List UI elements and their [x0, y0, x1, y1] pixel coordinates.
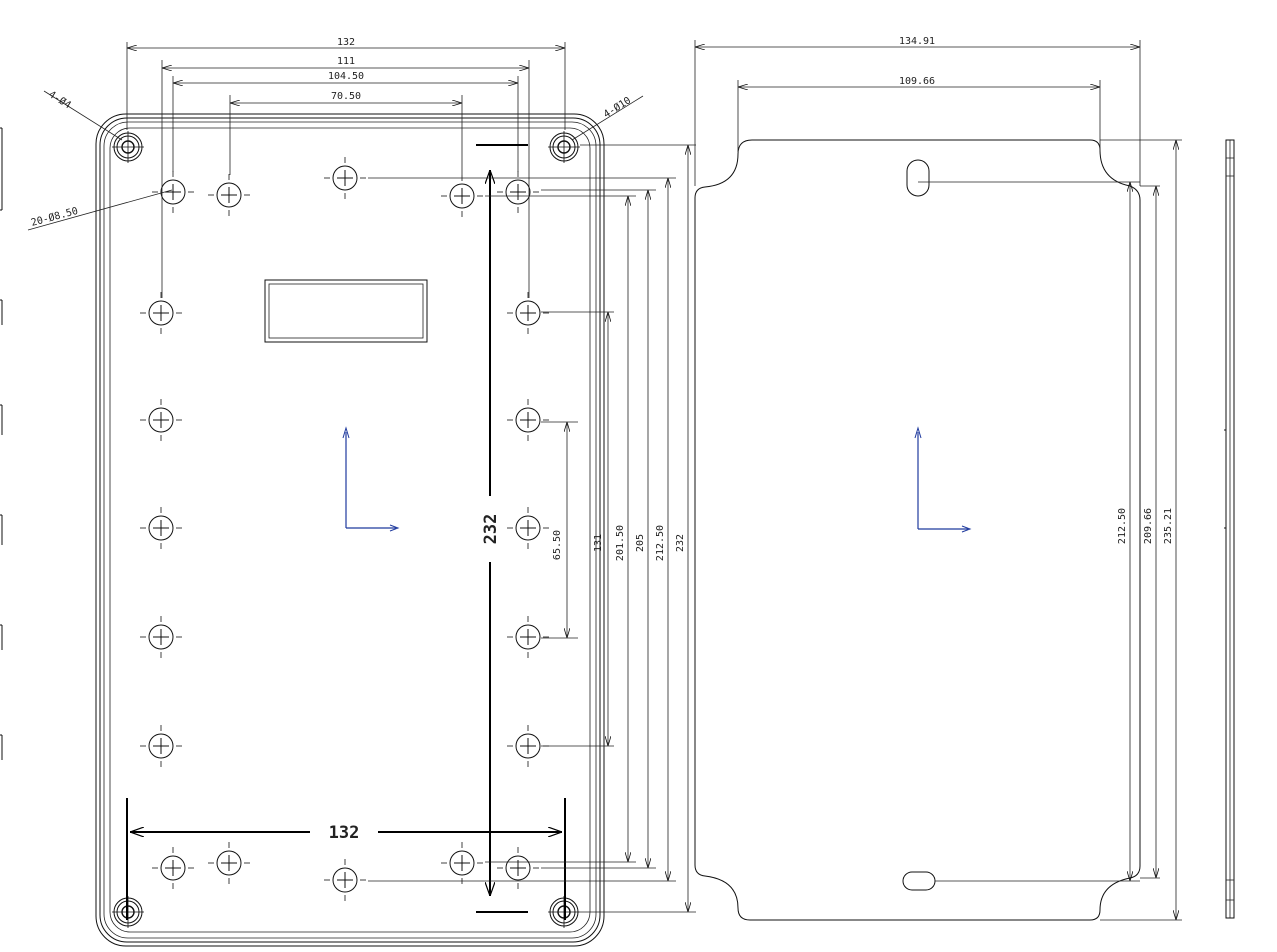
- callout-4-dia-10: 4-Ø10: [601, 94, 633, 120]
- side-view: [1224, 139, 1235, 919]
- mount-hole: [506, 398, 550, 442]
- dim-height-212-50: 212.50: [655, 525, 666, 561]
- front-view-outline: [95, 113, 605, 947]
- big-dim-132: [126, 798, 566, 920]
- front-top-dimensions: [126, 42, 566, 298]
- mount-hole: [207, 841, 251, 885]
- mount-hole: [151, 170, 195, 214]
- mount-hole: [506, 506, 550, 550]
- big-dim-132-label: 132: [329, 823, 360, 843]
- corner-hole-top-right: [547, 130, 581, 164]
- dim-height-201-50: 201.50: [615, 525, 626, 561]
- plate-right-dimensions: [1100, 139, 1182, 921]
- mount-hole: [151, 846, 195, 890]
- callout-20-dia-8-50: 20-Ø8.50: [30, 205, 80, 229]
- mount-hole: [207, 173, 251, 217]
- mount-hole: [139, 291, 183, 335]
- dim-width-109-66: 109.66: [899, 76, 935, 87]
- dim-width-70-50: 70.50: [331, 91, 361, 102]
- corner-hole-top-left: [111, 130, 145, 164]
- mount-hole: [440, 841, 484, 885]
- dim-width-134-91: 134.91: [899, 36, 935, 47]
- mount-hole: [139, 506, 183, 550]
- mount-hole: [506, 615, 550, 659]
- mount-hole: [506, 291, 550, 335]
- mount-hole: [440, 174, 484, 218]
- mount-hole: [323, 156, 367, 200]
- dim-height-131: 131: [593, 534, 604, 552]
- origin-axes-front: [342, 426, 400, 532]
- plate-outline: [694, 139, 1141, 921]
- mount-hole: [139, 615, 183, 659]
- mount-hole: [139, 724, 183, 768]
- origin-axes-plate: [914, 426, 972, 533]
- front-right-dimensions: [368, 144, 696, 913]
- dim-width-104-50: 104.50: [328, 71, 364, 82]
- callout-4-dia-4: 4-Ø4: [46, 88, 73, 111]
- corner-holes: [111, 130, 581, 929]
- dim-width-111: 111: [337, 56, 355, 67]
- plate-top-dimensions: [694, 40, 1141, 186]
- front-callout-leaders: [27, 90, 644, 231]
- big-dim-232: [476, 144, 528, 913]
- mount-hole: [496, 170, 540, 214]
- mount-hole: [323, 858, 367, 902]
- big-dim-232-label: 232: [481, 514, 501, 545]
- dim-height-205: 205: [635, 534, 646, 552]
- dim-height-235-21: 235.21: [1163, 508, 1174, 544]
- mount-hole: [139, 398, 183, 442]
- dim-height-212-50-plate: 212.50: [1117, 508, 1128, 544]
- dim-height-65-50: 65.50: [552, 530, 563, 560]
- dim-height-209-66: 209.66: [1143, 508, 1154, 544]
- dim-height-232: 232: [675, 534, 686, 552]
- plate-slots: [902, 159, 1140, 891]
- display-window: [264, 279, 428, 343]
- left-edge-partial-view: [0, 127, 3, 760]
- dim-width-132: 132: [337, 37, 355, 48]
- mount-hole: [496, 846, 540, 890]
